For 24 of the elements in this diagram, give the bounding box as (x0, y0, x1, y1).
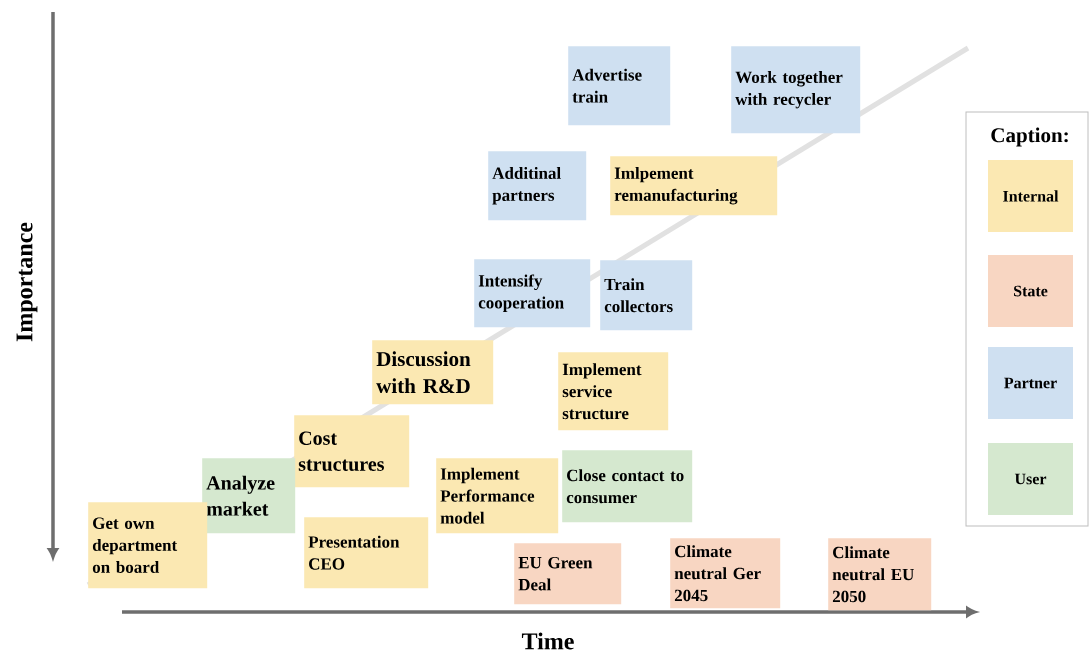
axis-title: Importance (16, 222, 38, 342)
legend-label: Internal (1003, 190, 1059, 202)
sticky-note: Implement Performance model (436, 458, 559, 534)
legend-label: State (1014, 285, 1048, 297)
axis-title: Time (521, 632, 574, 650)
sticky-note: Discussion with R&D (372, 340, 494, 405)
sticky-note: Imlpement remanufacturing (610, 156, 778, 216)
sticky-note: EU Green Deal (514, 543, 622, 605)
sticky-note: Get own department on board (88, 502, 208, 589)
sticky-note: Analyze market (202, 458, 296, 534)
legend-title: Caption: (991, 127, 1068, 147)
sticky-note: Implement service structure (558, 352, 669, 431)
sticky-note: Intensify cooperation (474, 259, 591, 328)
legend-label: User (1014, 473, 1047, 485)
sticky-note: Advertise train (568, 46, 671, 126)
sticky-note: Close contact to consumer (562, 450, 693, 523)
sticky-note: Work together with recycler (731, 46, 861, 134)
sticky-note: Presentation CEO (304, 517, 429, 589)
sticky-note: Additinal partners (488, 151, 587, 221)
sticky-note: Climate neutral Ger 2045 (670, 538, 781, 609)
sticky-note: Cost structures (294, 415, 410, 488)
sticky-note: Train collectors (600, 260, 693, 331)
sticky-note: Climate neutral EU 2050 (828, 538, 932, 611)
legend-label: Partner (1004, 377, 1057, 389)
